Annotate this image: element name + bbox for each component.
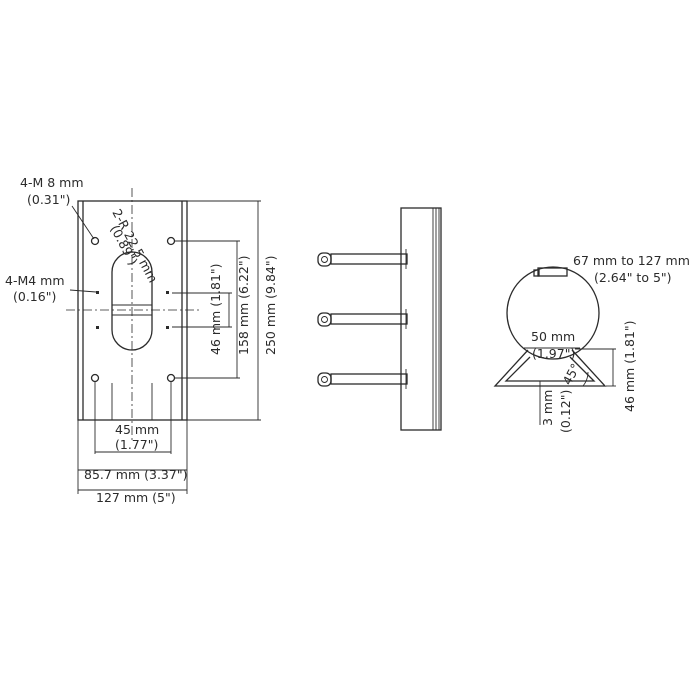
m4-inch-label: (0.16") <box>13 289 56 304</box>
dim-46-label: 46 mm (1.81") <box>208 263 223 355</box>
side-arm <box>317 369 408 389</box>
m4-hole <box>96 326 99 329</box>
side-view <box>317 207 442 431</box>
dim-127-label: 127 mm (5") <box>96 490 176 505</box>
dim-45-inch-label: (1.77") <box>115 437 158 452</box>
dim-85-label: 85.7 mm (3.37") <box>84 467 187 482</box>
m4-hole <box>166 291 169 294</box>
clamp-buckle <box>537 267 568 277</box>
side-arm <box>317 309 408 329</box>
dim-250-label: 250 mm (9.84") <box>263 256 278 356</box>
dim-50-label: 50 mm <box>531 329 575 344</box>
dim-3-inch-label: (0.12") <box>558 390 573 433</box>
m8-hole <box>90 236 100 246</box>
dim-45-label: 45 mm <box>115 422 159 437</box>
m8-hole <box>166 373 176 383</box>
plate-outline <box>77 200 188 421</box>
angle-label: 45° <box>559 361 583 388</box>
m4-hole <box>166 326 169 329</box>
v-bracket-outer <box>493 349 607 387</box>
pole-circle <box>506 266 600 360</box>
m8-inch-label: (0.31") <box>27 192 70 207</box>
m4-hole <box>96 291 99 294</box>
dim-46-label: 46 mm (1.81") <box>622 320 637 412</box>
front-view: 4-M 8 mm (0.31") 4-M4 mm (0.16") 2-R 22.… <box>5 175 278 505</box>
center-slot <box>111 251 153 351</box>
range-inch-label: (2.64" to 5") <box>594 270 672 285</box>
clamp-buckle-tab <box>533 269 540 277</box>
side-arm <box>317 249 408 269</box>
v-bracket-inner <box>504 356 596 382</box>
angle-arc <box>582 371 589 387</box>
clamp-view: 67 mm to 127 mm (2.64" to 5") 50 mm (1.9… <box>493 253 690 433</box>
m8-leader <box>71 205 95 240</box>
m8-hole <box>90 373 100 383</box>
dim-50-inch-label: (1.97") <box>532 346 575 361</box>
dim-158-label: 158 mm (6.22") <box>236 256 251 356</box>
range-label: 67 mm to 127 mm <box>573 253 690 268</box>
m8-hole <box>166 236 176 246</box>
m8-label: 4-M 8 mm <box>20 175 84 190</box>
m4-leader <box>69 289 97 293</box>
side-plate <box>400 207 442 431</box>
dim-3-label: 3 mm <box>540 390 555 426</box>
m4-label: 4-M4 mm <box>5 273 65 288</box>
